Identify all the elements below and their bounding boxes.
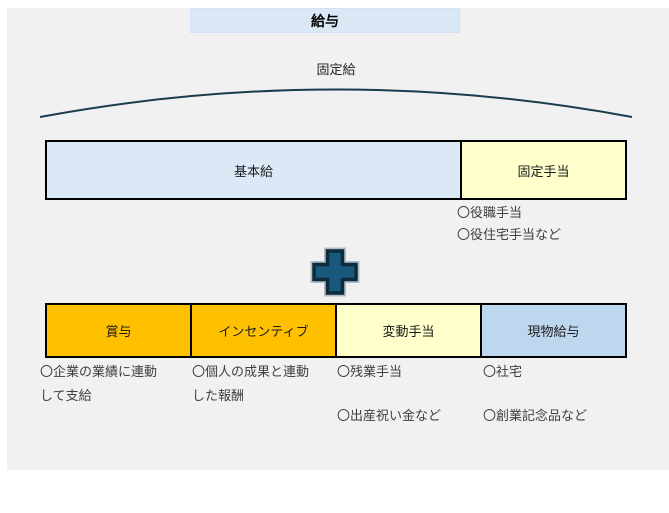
diagram-title-box: 給与 xyxy=(190,8,460,33)
note-line: 〇創業記念品など xyxy=(483,408,588,423)
box-incentive-label: インセンティブ xyxy=(218,324,309,339)
box-fixed-allowance: 固定手当 xyxy=(460,142,625,198)
note-line: 〇社宅 xyxy=(483,364,523,379)
in-kind-notes: 〇社宅 〇創業記念品など xyxy=(483,360,631,428)
fixed-salary-brace-label: 固定給 xyxy=(316,62,356,77)
box-variable-allowance-label: 変動手当 xyxy=(382,324,435,339)
variable-allowance-notes: 〇残業手当 〇出産祝い金など xyxy=(337,360,485,428)
fixed-salary-brace-icon xyxy=(39,88,633,118)
note-line: 〇企業の業績に連動 xyxy=(40,364,158,379)
box-bonus-label: 賞与 xyxy=(105,324,132,339)
box-base-salary-label: 基本給 xyxy=(233,163,273,179)
note-line: 〇個人の成果と連動 xyxy=(192,364,310,379)
bonus-notes: 〇企業の業績に連動 して支給 xyxy=(40,360,188,408)
box-in-kind-benefit-label: 現物給与 xyxy=(527,324,580,339)
note-line: 〇残業手当 xyxy=(337,364,403,379)
box-bonus: 賞与 xyxy=(47,305,190,356)
box-variable-allowance: 変動手当 xyxy=(335,305,480,356)
plus-icon xyxy=(310,247,360,297)
fixed-allowance-notes: 〇役職手当 〇役住宅手当など xyxy=(457,202,561,246)
box-incentive: インセンティブ xyxy=(190,305,335,356)
variable-salary-row: 賞与 インセンティブ 変動手当 現物給与 xyxy=(45,303,627,358)
diagram-canvas: 給与 固定給 基本給 固定手当 〇役職手当 〇役住宅手当など 賞与 インセンティ… xyxy=(7,8,669,470)
incentive-notes: 〇個人の成果と連動 した報酬 xyxy=(192,360,340,408)
note-line: して支給 xyxy=(40,388,92,403)
note-line: 〇役職手当 xyxy=(457,205,523,220)
box-fixed-allowance-label: 固定手当 xyxy=(517,163,570,179)
diagram-title: 給与 xyxy=(311,12,339,29)
note-line: 〇役住宅手当など xyxy=(457,227,562,242)
note-line: 〇出産祝い金など xyxy=(337,408,442,423)
box-base-salary: 基本給 xyxy=(47,142,460,198)
fixed-salary-row: 基本給 固定手当 xyxy=(45,140,627,200)
box-in-kind-benefit: 現物給与 xyxy=(480,305,625,356)
note-line: した報酬 xyxy=(192,388,245,403)
